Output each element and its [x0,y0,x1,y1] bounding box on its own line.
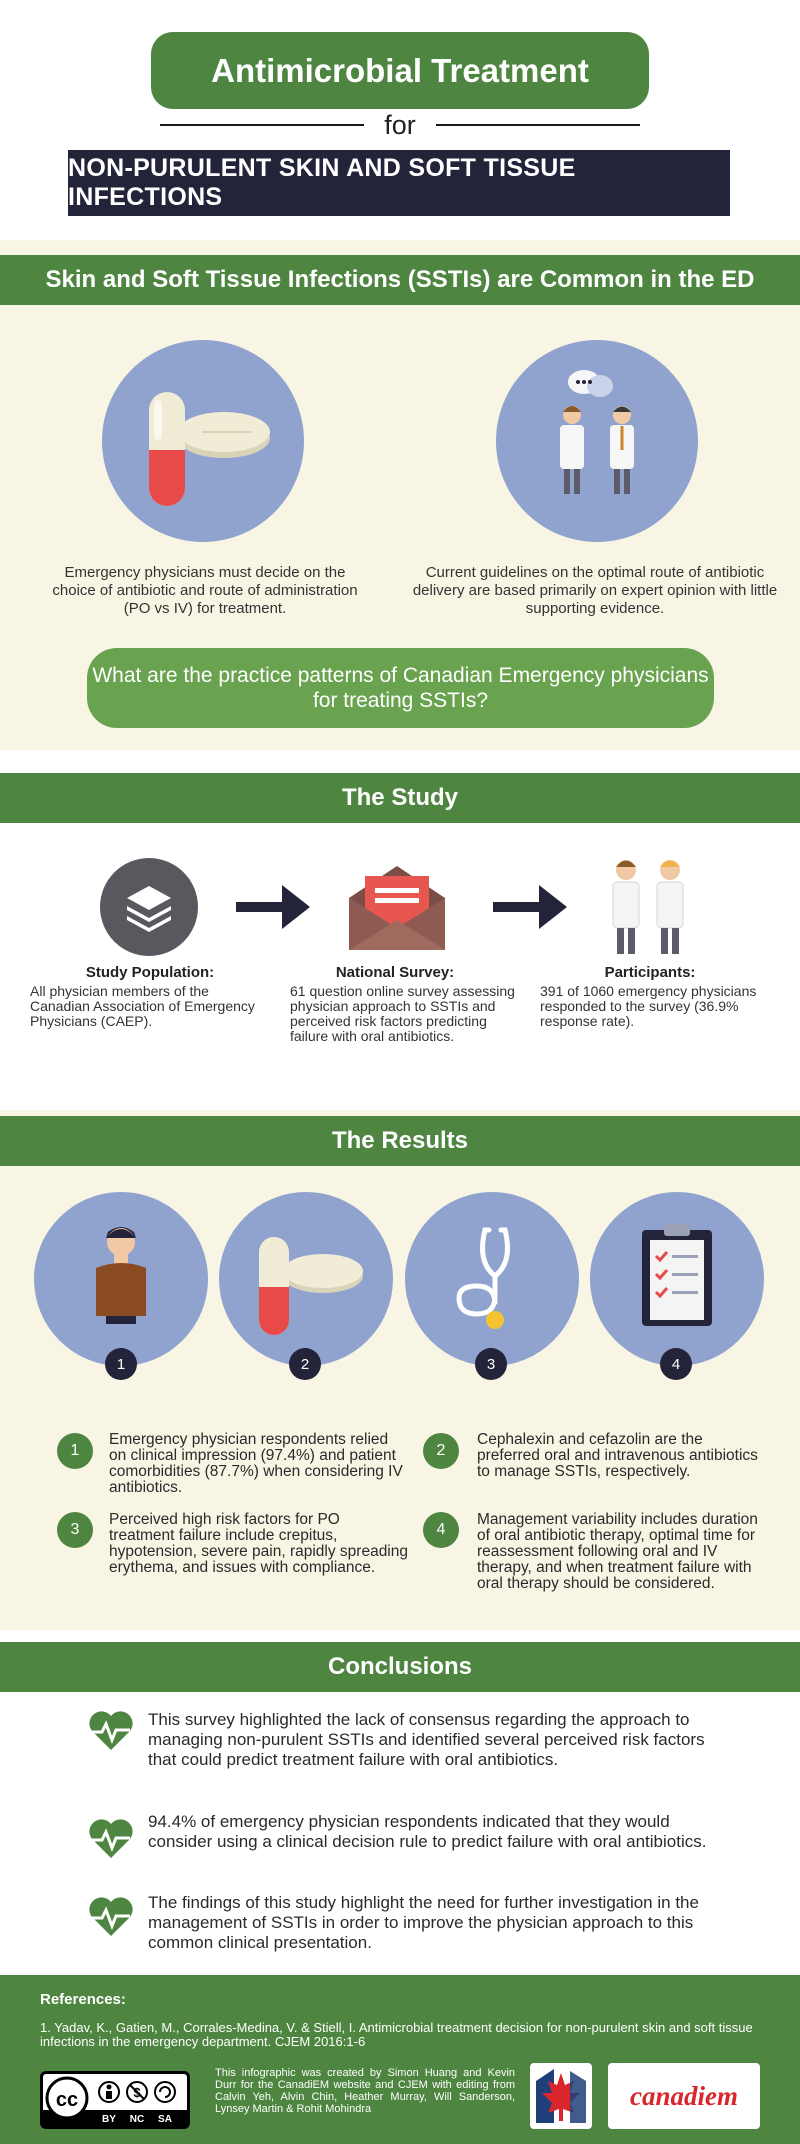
result-badge-2: 2 [289,1348,321,1380]
heartbeat-icon [89,1711,133,1750]
references-heading: References: [40,1991,126,2008]
cjem-logo[interactable] [530,2063,592,2129]
result-text-4: Management variability includes duration… [477,1511,758,1592]
national-survey-title: National Survey: [335,964,455,981]
cc-license-icon: cc $ BY NC SA [43,2076,187,2126]
subtitle: NON-PURULENT SKIN AND SOFT TISSUE INFECT… [68,150,730,216]
heartbeat-icon [89,1819,133,1858]
participants-text: 391 of 1060 emergency physicians respond… [540,983,757,1029]
participants-title: Participants: [604,964,696,981]
intro-right-text: Current guidelines on the optimal route … [412,564,778,617]
layers-icon [127,886,171,932]
envelope-icon [349,866,445,950]
cc-letters: cc [56,2089,78,2111]
result-text-3: Perceived high risk factors for PO treat… [109,1511,408,1576]
header: Antimicrobial Treatment for NON-PURULENT… [0,0,800,240]
canadiem-logo[interactable]: canadiem [608,2063,760,2129]
intro-heading: Skin and Soft Tissue Infections (SSTIs) … [0,255,800,305]
creative-commons-badge[interactable]: cc $ BY NC SA [40,2071,190,2129]
conclusion-text-2: 94.4% of emergency physician respondents… [148,1812,707,1851]
patient-illustration-circle [34,1192,208,1366]
layers-icon-circle [100,858,198,956]
credits-text: This infographic was created by Simon Hu… [215,2067,515,2115]
pill-result-circle [219,1192,393,1366]
study-heading: The Study [0,773,800,823]
research-question: What are the practice patterns of Canadi… [87,648,714,728]
stethoscope-illustration-circle [405,1192,579,1366]
study-section: The Study [0,770,800,1100]
results-heading: The Results [0,1116,800,1166]
conclusion-text-3: The findings of this study highlight the… [148,1893,699,1952]
heartbeat-icon [89,1897,133,1936]
clipboard-checklist-icon [642,1224,712,1326]
result-badge-4: 4 [660,1348,692,1380]
result-text-1: Emergency physician respondents relied o… [109,1431,403,1496]
pill-icon [149,392,270,506]
intro-left-text: Emergency physicians must decide on the … [52,564,358,617]
result-number-3: 3 [57,1512,93,1548]
result-badge-1: 1 [105,1348,137,1380]
conclusion-text-1: This survey highlighted the lack of cons… [148,1710,705,1769]
divider-line [160,124,365,126]
divider-line [435,124,641,126]
stethoscope-icon [456,1227,510,1329]
maple-leaf-logo-icon [536,2069,586,2123]
main-title: Antimicrobial Treatment [151,32,649,109]
conclusions-heading: Conclusions [0,1642,800,1692]
clipboard-illustration-circle [590,1192,764,1366]
study-population-title: Study Population: [85,964,215,981]
intro-section: Skin and Soft Tissue Infections (SSTIs) … [0,240,800,750]
canadiem-wordmark: canadiem [630,2080,738,2111]
result-number-2: 2 [423,1433,459,1469]
national-survey-text: 61 question online survey assessing phys… [290,983,515,1044]
arrow-right-icon [493,885,567,929]
result-number-1: 1 [57,1433,93,1469]
result-number-4: 4 [423,1512,459,1548]
result-text-2: Cephalexin and cefazolin are the preferr… [477,1431,758,1480]
license-by: BY [102,2114,116,2125]
license-sa: SA [158,2114,172,2125]
for-divider: for [160,105,641,145]
conclusions-section: Conclusions This survey highlighted the … [0,1630,800,1975]
references-section: References: 1. Yadav, K., Gatien, M., Co… [0,1975,800,2144]
reference-citation: 1. Yadav, K., Gatien, M., Corrales-Medin… [40,2020,753,2049]
pill-icon [259,1237,363,1335]
patient-icon [96,1227,146,1324]
arrow-right-icon [236,885,310,929]
result-badge-3: 3 [475,1348,507,1380]
doctors-illustration-circle [496,340,698,542]
for-word: for [384,109,416,140]
doctors-icon [560,370,634,494]
pill-illustration-circle [102,340,304,542]
results-section: The Results [0,1110,800,1630]
participants-icon [612,860,684,954]
study-population-text: All physician members of the Canadian As… [30,983,255,1029]
license-nc: NC [130,2114,144,2125]
